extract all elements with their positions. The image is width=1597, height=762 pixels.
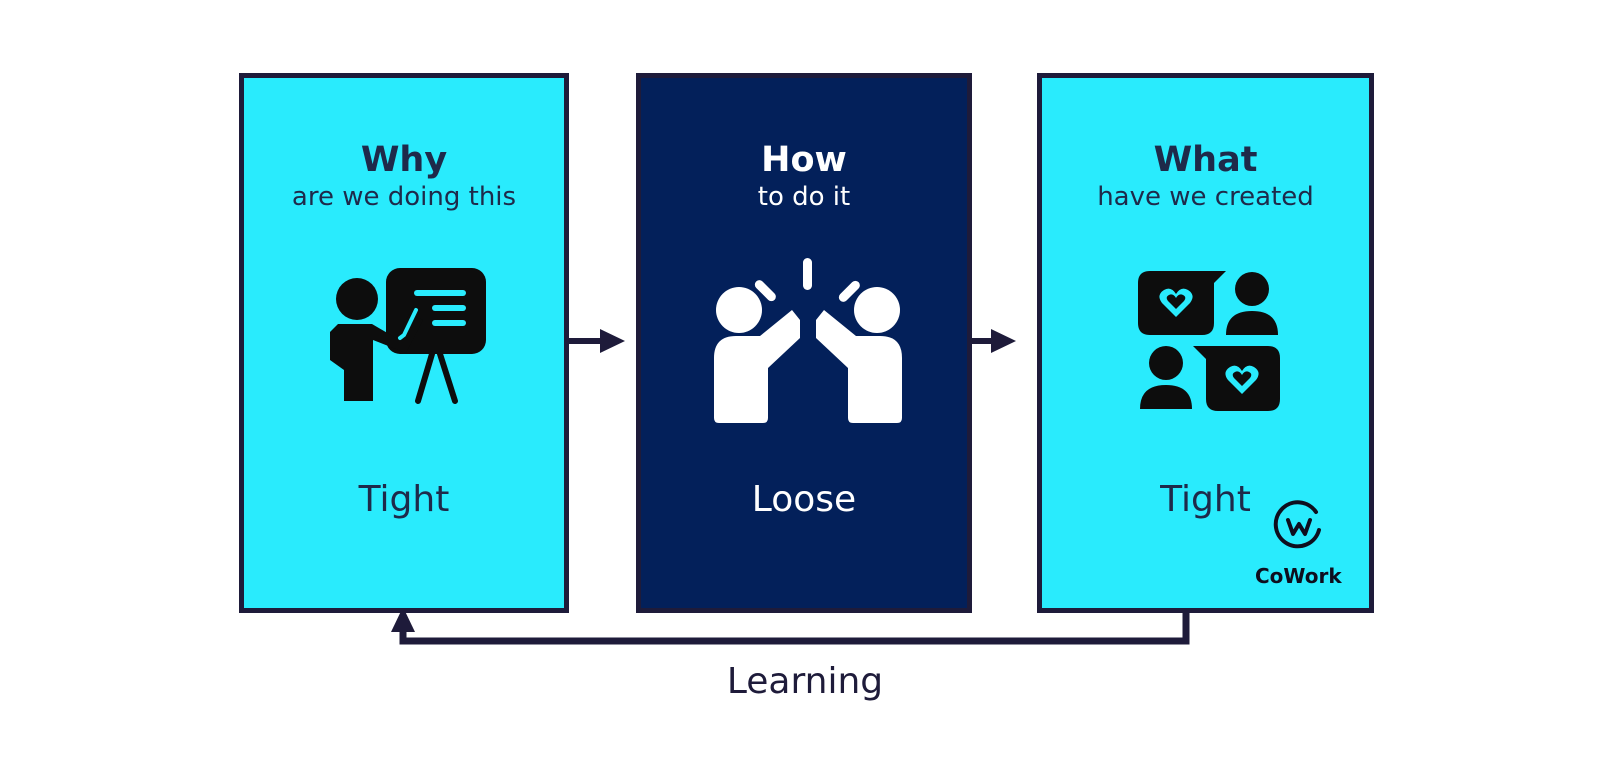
learning-label: Learning <box>726 661 884 702</box>
how-level: Loose <box>751 479 857 520</box>
cowork-logo-icon <box>1273 500 1321 549</box>
high-five-icon <box>714 258 902 423</box>
why-box: Why are we doing this Tight <box>239 73 569 613</box>
how-subheading: to do it <box>757 182 851 212</box>
presentation-icon <box>330 268 486 404</box>
arrow-why-to-how <box>563 329 625 353</box>
why-subheading: are we doing this <box>291 182 517 212</box>
why-level: Tight <box>358 479 450 520</box>
people-hearts-chat-icon <box>1138 271 1280 411</box>
why-heading: Why <box>360 140 448 180</box>
what-box: What have we created Tight <box>1037 73 1374 613</box>
how-box: How to do it Loose <box>636 73 972 613</box>
cowork-logo-text: CoWork <box>1255 564 1342 588</box>
feedback-loop-arrow <box>391 600 1190 645</box>
cowork-logo: CoWork <box>1255 500 1342 592</box>
what-heading: What <box>1153 140 1258 180</box>
what-level: Tight <box>1160 479 1251 520</box>
how-heading: How <box>761 140 847 180</box>
what-subheading: have we created <box>1097 182 1314 212</box>
